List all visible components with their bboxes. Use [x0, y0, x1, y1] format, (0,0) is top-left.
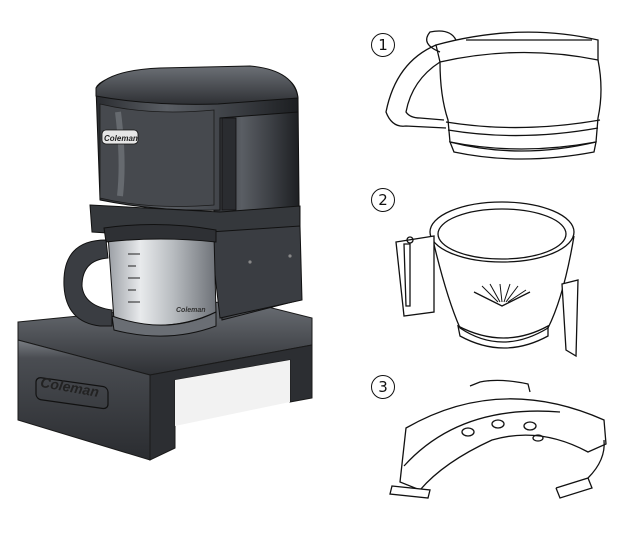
part-number-3: 3	[371, 375, 395, 399]
part-2-filter-basket-drawing	[395, 201, 579, 358]
upper-logo: Coleman	[101, 129, 139, 145]
carafe-handle	[63, 239, 113, 327]
part-3-bracket-drawing	[389, 379, 607, 499]
power-switch	[221, 117, 237, 211]
part-number-1: 1	[371, 33, 395, 57]
lid	[95, 65, 299, 105]
part-1-carafe-drawing	[385, 30, 602, 160]
coffee-maker-illustration: Coleman Coleman	[17, 65, 313, 461]
svg-text:Coleman: Coleman	[104, 134, 138, 143]
svg-text:Coleman: Coleman	[176, 307, 206, 314]
part-number-2: 2	[371, 188, 395, 212]
